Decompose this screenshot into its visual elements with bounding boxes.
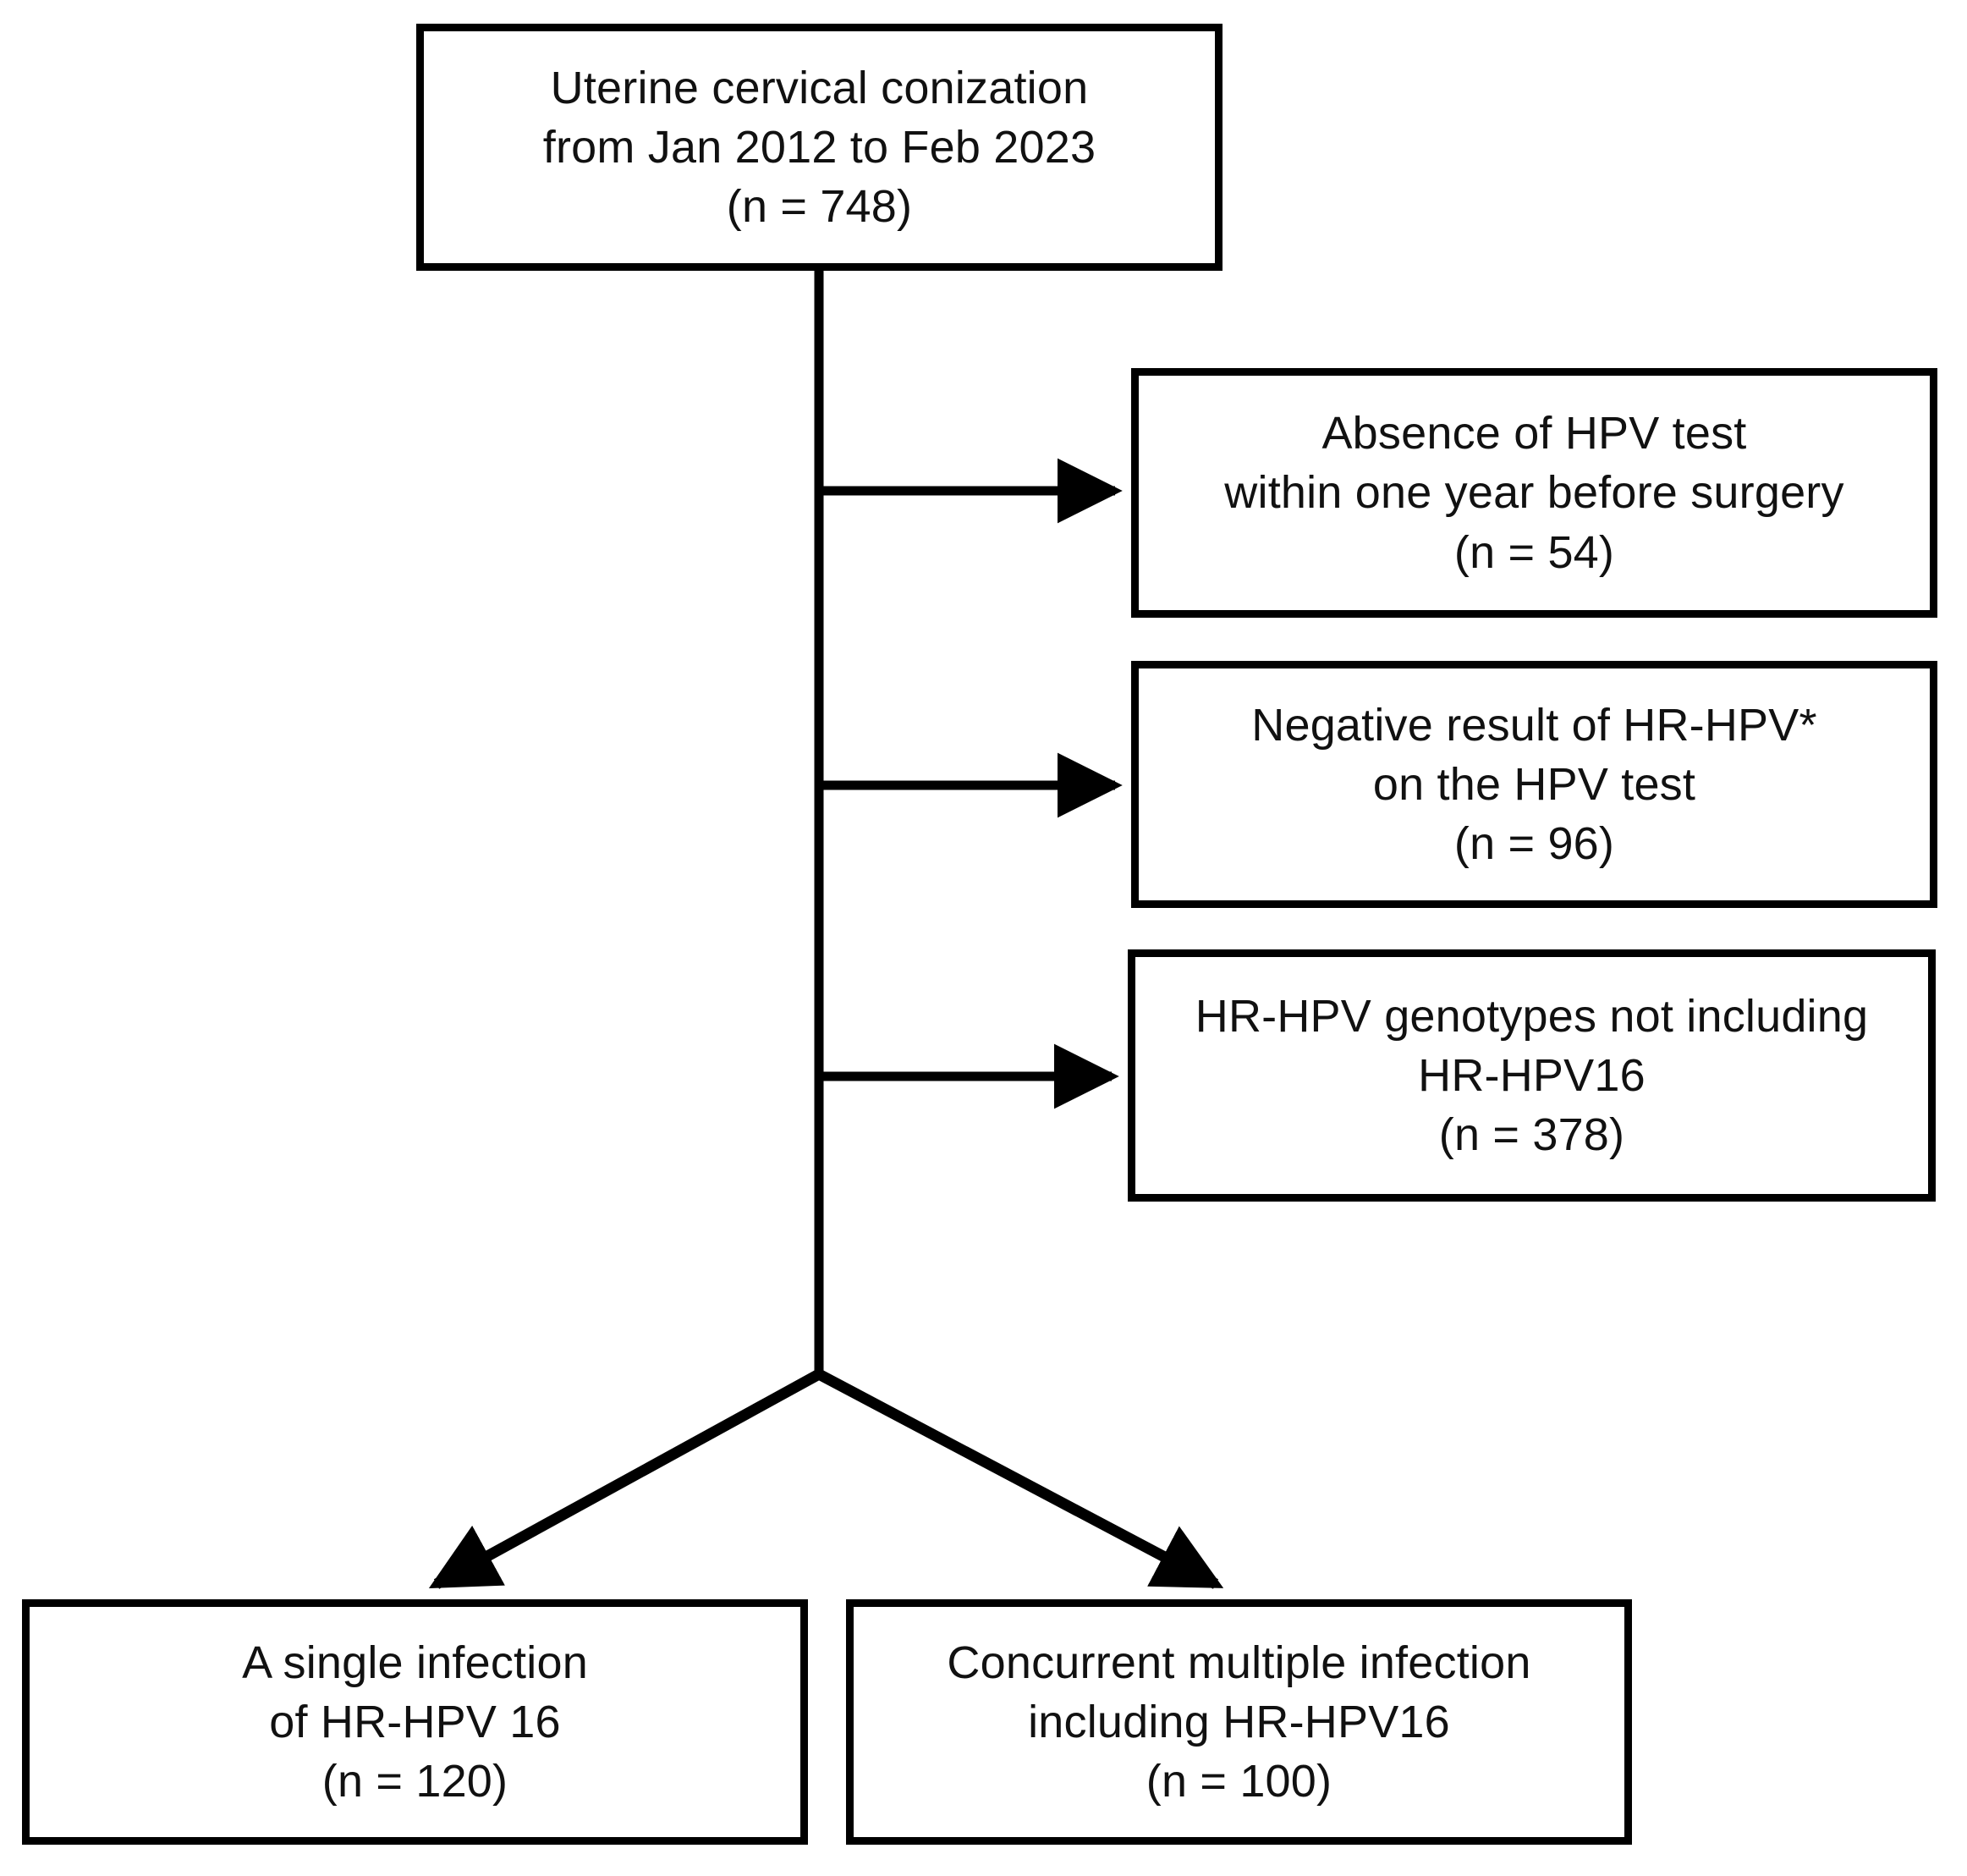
node-outcome-single-infection-text: A single infection of HR-HPV 16 (n = 120… [242, 1637, 588, 1807]
node-exclusion-no-hpv-test-text: Absence of HPV test within one year befo… [1224, 408, 1844, 578]
node-outcome-multiple-infection-text: Concurrent multiple infection including … [947, 1637, 1531, 1807]
node-source-cohort-text: Uterine cervical conization from Jan 201… [542, 62, 1096, 233]
node-source-cohort: Uterine cervical conization from Jan 201… [416, 24, 1223, 271]
node-exclusion-no-hpv16: HR-HPV genotypes not including HR-HPV16 … [1128, 949, 1936, 1202]
node-exclusion-no-hpv16-text: HR-HPV genotypes not including HR-HPV16 … [1195, 990, 1869, 1161]
connector-split-left [428, 1369, 822, 1589]
node-outcome-multiple-infection: Concurrent multiple infection including … [846, 1599, 1632, 1845]
connector-split-right [816, 1369, 1224, 1589]
node-exclusion-no-hpv-test: Absence of HPV test within one year befo… [1131, 368, 1937, 618]
node-exclusion-negative-hr-hpv: Negative result of HR-HPV* on the HPV te… [1131, 661, 1937, 908]
node-exclusion-negative-hr-hpv-text: Negative result of HR-HPV* on the HPV te… [1251, 699, 1817, 870]
node-outcome-single-infection: A single infection of HR-HPV 16 (n = 120… [22, 1599, 808, 1845]
